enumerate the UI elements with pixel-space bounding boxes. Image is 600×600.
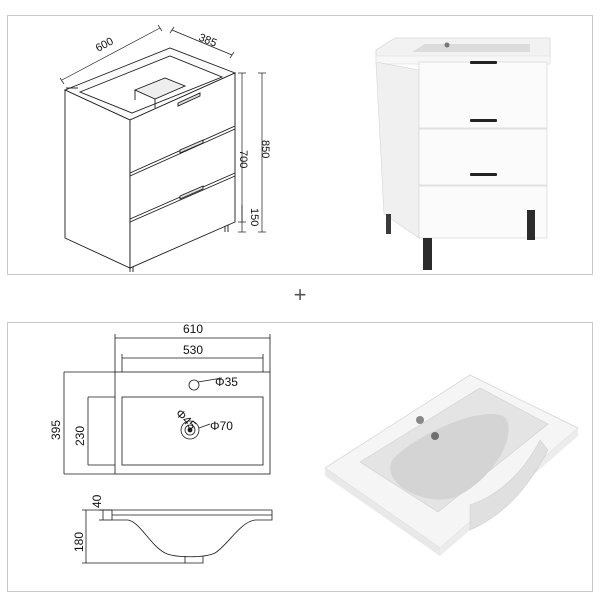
cabinet-line-drawing xyxy=(63,47,237,272)
basin-tap-hole-label: Φ35 xyxy=(215,375,238,389)
drawer-handle-icon xyxy=(470,119,497,122)
cabinet-leg xyxy=(386,214,391,234)
basin-side-view-drawing xyxy=(82,509,273,564)
basin-depth-label: 395 xyxy=(49,420,63,440)
drain-icon xyxy=(431,432,439,440)
tap-hole-icon xyxy=(416,416,424,424)
cabinet-width-label: 600 xyxy=(94,35,116,54)
cabinet-body-height-label: 700 xyxy=(237,150,249,168)
cabinet-total-height-label: 850 xyxy=(259,140,271,158)
basin-top-view-drawing xyxy=(63,334,271,475)
cabinet-render xyxy=(375,37,551,270)
basin-render xyxy=(324,374,579,556)
basin-drain-outer-label: Φ70 xyxy=(210,419,233,433)
basin-outer-width-label: 610 xyxy=(183,322,203,336)
basin-panel xyxy=(7,322,593,592)
drawer-handle-icon xyxy=(470,61,497,64)
cabinet-dimension-lines xyxy=(59,24,266,233)
basin-rim-height-label: 40 xyxy=(90,494,104,508)
cabinet-leg xyxy=(527,210,535,240)
basin-inner-width-label: 530 xyxy=(183,343,203,357)
cabinet-leg xyxy=(423,238,432,270)
basin-total-height-label: 180 xyxy=(72,532,86,552)
cabinet-depth-label: 385 xyxy=(197,32,219,50)
cabinet-leg-height-label: 150 xyxy=(248,208,260,226)
plus-separator: + xyxy=(293,282,307,307)
basin-bowl-depth-label: 230 xyxy=(73,426,87,446)
drawer-handle-icon xyxy=(470,173,497,176)
